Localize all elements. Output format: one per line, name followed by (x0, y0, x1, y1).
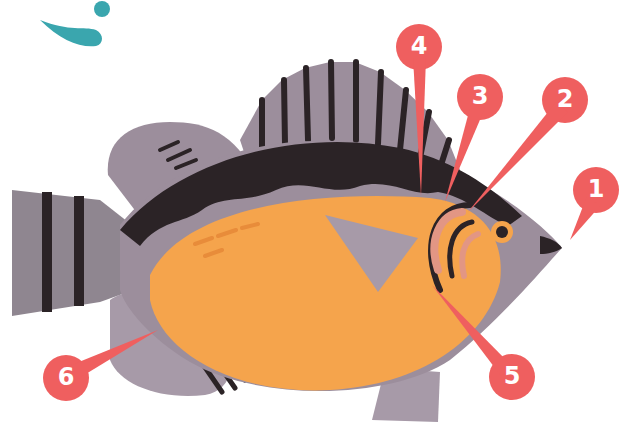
gill (462, 234, 478, 276)
fish-belly (150, 196, 501, 390)
callout-number: 1 (588, 174, 605, 204)
pectoral-fin (325, 215, 418, 292)
tail-stripe (74, 196, 84, 306)
water-drop (40, 20, 102, 46)
water-drop (94, 1, 110, 17)
fish-eye (491, 221, 513, 243)
callout-pins (43, 24, 619, 401)
fin-mark (160, 142, 196, 168)
fish-mouth (540, 236, 562, 254)
callout-number: 4 (411, 31, 428, 61)
fish-pupil (496, 226, 508, 238)
tail-stripe (42, 192, 52, 312)
callout-number: 6 (58, 362, 75, 392)
callout-number: 2 (557, 84, 574, 114)
callout-number: 5 (504, 361, 521, 391)
tail-fin (12, 190, 128, 316)
callout-number: 3 (472, 81, 489, 111)
scale-mark (195, 224, 258, 256)
